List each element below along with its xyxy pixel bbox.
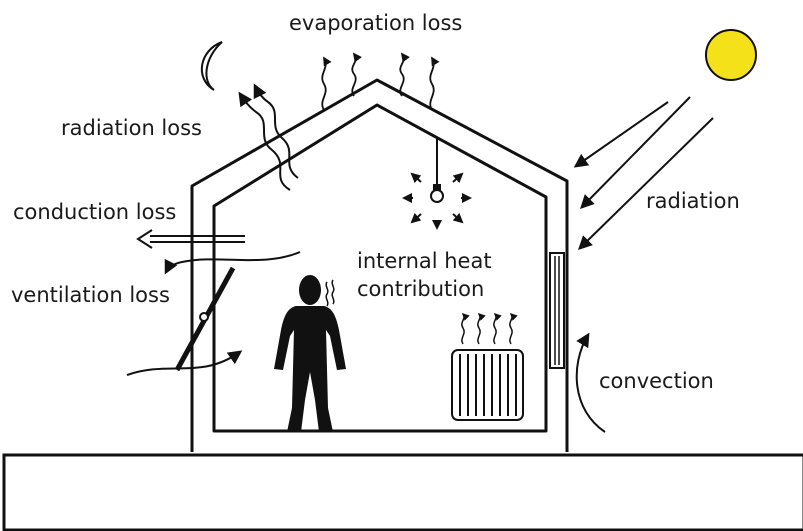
contribution-label: contribution [357, 277, 484, 301]
evaporation-loss-label: evaporation loss [289, 11, 462, 35]
ground-slab [2, 453, 803, 531]
radiation-arrows [573, 96, 714, 250]
ventilation-window-icon [126, 251, 301, 376]
convection-arrow [575, 332, 606, 433]
body-heat-waves [325, 279, 335, 307]
moon-icon [200, 41, 223, 91]
radiation-loss-label: radiation loss [61, 116, 202, 140]
conduction-loss-label: conduction loss [13, 200, 176, 224]
conduction-arrow [136, 229, 245, 249]
house-outer-wall [190, 78, 569, 452]
person-icon [274, 275, 346, 432]
ventilation-loss-label: ventilation loss [11, 283, 170, 307]
evaporation-arrows [321, 52, 440, 111]
window-icon [549, 252, 565, 369]
radiator-icon [451, 312, 524, 421]
sun-icon [705, 29, 757, 81]
house-inner-wall [212, 103, 548, 433]
light-bulb-icon [402, 138, 472, 230]
radiation-loss-arrows [238, 83, 299, 191]
radiation-label: radiation [646, 189, 740, 213]
convection-label: convection [599, 369, 714, 393]
internal-heat-label: internal heat [357, 249, 492, 273]
